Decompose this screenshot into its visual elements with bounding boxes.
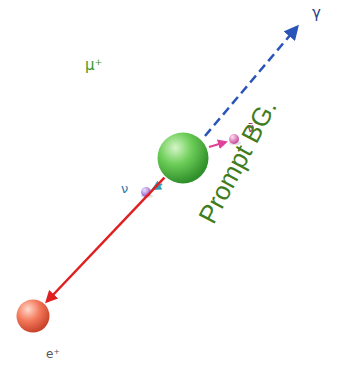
gamma-label: γ — [312, 4, 321, 22]
muon-sphere: μ⁺ — [157, 132, 209, 184]
antineutrino-arrow — [209, 142, 226, 147]
particle-label: e⁺ — [46, 347, 60, 361]
sphere — [17, 300, 50, 333]
particle-label: μ⁺ — [85, 56, 102, 74]
neutrino-label: ν — [121, 181, 128, 196]
sphere — [158, 133, 209, 184]
neutrino-label-box: ν — [121, 181, 128, 196]
positron-sphere: e⁺ — [16, 299, 50, 333]
decay-arrow — [47, 178, 165, 302]
sphere-outline — [16, 299, 50, 333]
gamma-label-box: γ — [312, 4, 321, 22]
sphere-outline — [157, 132, 209, 184]
